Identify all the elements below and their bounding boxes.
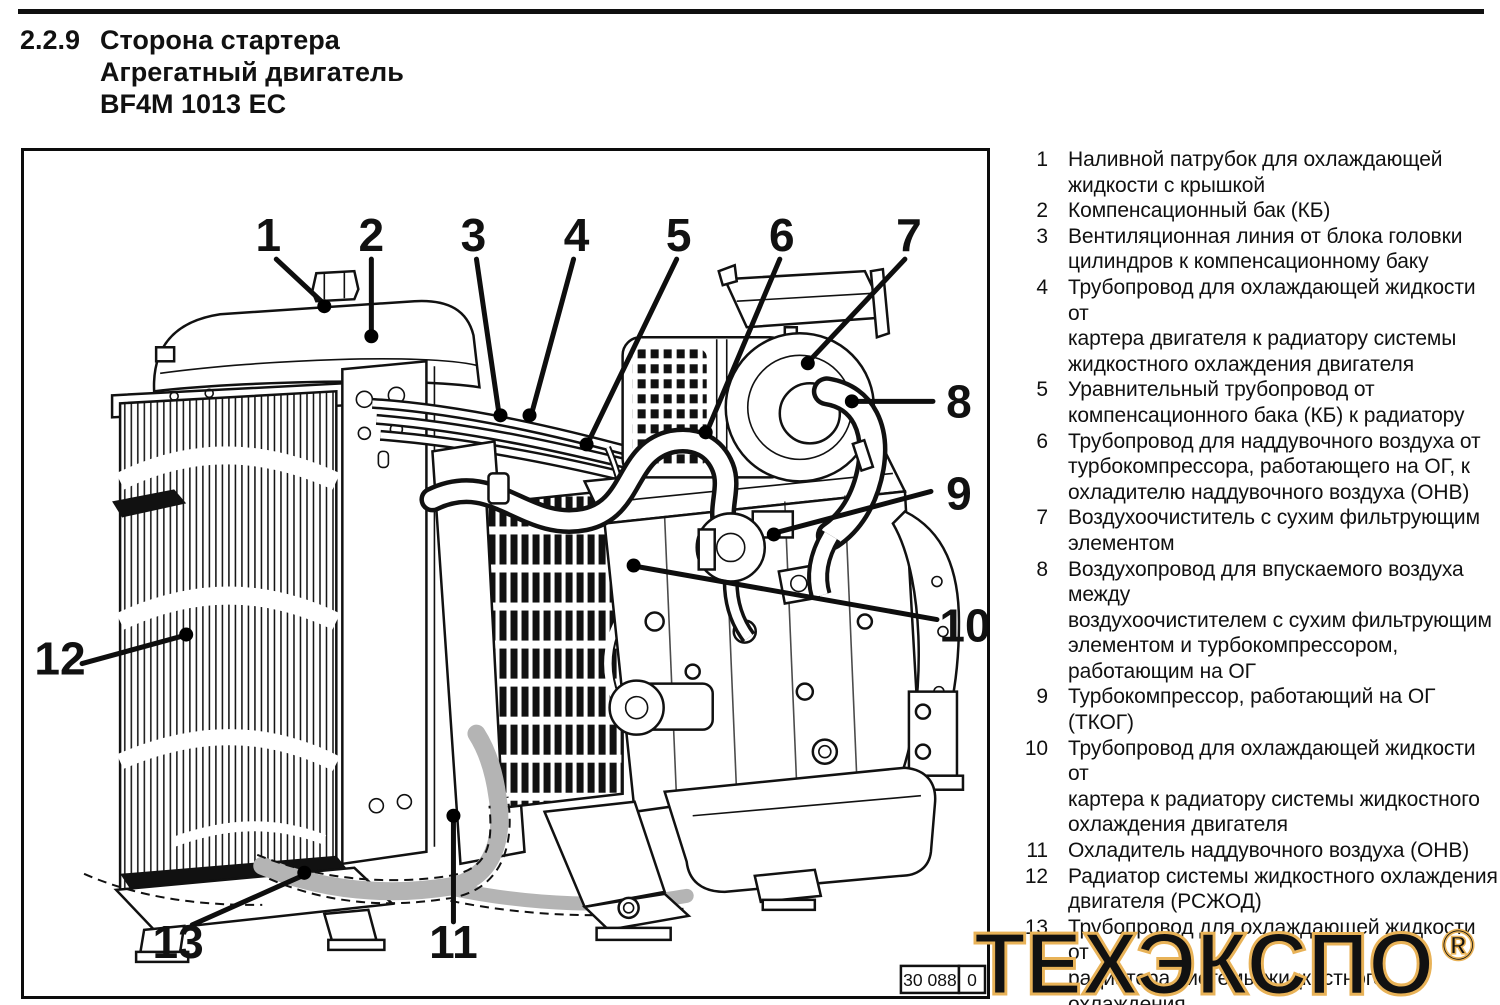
legend-item-text: Вентиляционная линия от блока головки ци… bbox=[1068, 224, 1463, 274]
legend-item-number: 2 bbox=[1036, 199, 1048, 223]
callout-label-4: 4 bbox=[564, 209, 590, 261]
legend-item-number: 9 bbox=[1036, 685, 1048, 709]
figure-ref-revision: 0 bbox=[967, 970, 977, 990]
legend-item-text: Трубопровод для охлаждающей жидкости от … bbox=[1068, 736, 1480, 837]
callout-label-9: 9 bbox=[946, 467, 972, 519]
legend-item: 11 Охладитель наддувочного воздуха (ОНВ) bbox=[1022, 838, 1500, 864]
turbocharger bbox=[695, 510, 795, 643]
legend-item-text: Охладитель наддувочного воздуха (ОНВ) bbox=[1068, 839, 1470, 863]
callout-label-11: 11 bbox=[429, 916, 478, 968]
page-title: Сторона стартера Агрегатный двигатель BF… bbox=[100, 24, 404, 120]
legend-item-number: 11 bbox=[1026, 839, 1048, 863]
legend-item: 6 Трубопровод для наддувочного воздуха от… bbox=[1022, 429, 1500, 506]
legend-item-number: 8 bbox=[1036, 557, 1048, 581]
callout-label-5: 5 bbox=[666, 209, 692, 261]
legend-item-text: Воздухоочиститель с сухим фильтрующим эл… bbox=[1068, 506, 1480, 555]
legend-item: 3 Вентиляционная линия от блока головки ц… bbox=[1022, 224, 1500, 275]
callouts: 1 2 3 4 5 6 7 8 9 10 11 12 13 bbox=[34, 209, 987, 968]
callout-label-8: 8 bbox=[946, 375, 972, 427]
callout-label-13: 13 bbox=[153, 916, 204, 968]
legend-item-text: Трубопровод для охлаждающей жидкости от … bbox=[1068, 275, 1476, 376]
legend-item: 7 Воздухоочиститель с сухим фильтрующим э… bbox=[1022, 505, 1500, 556]
legend-item-number: 1 bbox=[1036, 148, 1048, 171]
title-line-2: Агрегатный двигатель bbox=[100, 57, 404, 87]
watermark-text: ТЕХЭКСПО bbox=[974, 922, 1434, 1005]
legend-item-text: Наливной патрубок для охлаждающей жидкос… bbox=[1068, 148, 1443, 197]
section-number: 2.2.9 bbox=[20, 25, 81, 55]
legend-item: 13 Трубопровод для охлаждающей жидкости о… bbox=[1022, 915, 1500, 1005]
legend-item-text: Радиатор системы жидкостного охлаждения … bbox=[1068, 864, 1498, 914]
legend-item: 9 Турбокомпрессор, работающий на ОГ (ТКОГ… bbox=[1022, 684, 1500, 735]
figure-frame: 1 2 3 4 5 6 7 8 9 10 11 12 13 30 088 0 bbox=[21, 148, 990, 999]
callout-label-2: 2 bbox=[359, 209, 385, 261]
legend-item: 1 Наливной патрубок для охлаждающей жидко… bbox=[1022, 147, 1500, 198]
top-rule bbox=[18, 9, 1484, 14]
legend-item-number: 12 bbox=[1024, 864, 1048, 888]
legend-item-number: 7 bbox=[1036, 506, 1048, 530]
legend-item-text: Компенсационный бак (КБ) bbox=[1068, 199, 1331, 223]
callout-label-3: 3 bbox=[461, 209, 487, 261]
legend-item-text: Трубопровод для наддувочного воздуха от … bbox=[1068, 429, 1481, 504]
callout-label-7: 7 bbox=[896, 209, 922, 261]
page-heading: 2.2.9 Сторона стартера Агрегатный двигат… bbox=[20, 24, 404, 120]
callout-label-10: 10 bbox=[939, 600, 987, 652]
legend-item-text: Трубопровод для охлаждающей жидкости от … bbox=[1068, 915, 1476, 1005]
title-line-1: Сторона стартера bbox=[100, 25, 340, 55]
legend-item-number: 6 bbox=[1036, 429, 1048, 453]
callout-label-6: 6 bbox=[769, 209, 795, 261]
legend-item: 2 Компенсационный бак (КБ) bbox=[1022, 198, 1500, 224]
title-line-3: BF4M 1013 EC bbox=[100, 89, 287, 119]
legend-item-text: Воздухопровод для впускаемого воздуха ме… bbox=[1068, 557, 1492, 683]
figure-ref-number: 30 088 bbox=[903, 970, 957, 990]
legend-item-number: 5 bbox=[1036, 378, 1048, 402]
figure-ref-box: 30 088 0 bbox=[899, 964, 987, 995]
callout-label-12: 12 bbox=[34, 633, 85, 685]
legend-item: 4 Трубопровод для охлаждающей жидкости от… bbox=[1022, 275, 1500, 377]
legend-item-number: 13 bbox=[1024, 915, 1048, 939]
registered-trademark-icon: ® bbox=[1442, 922, 1474, 970]
engine-diagram: 1 2 3 4 5 6 7 8 9 10 11 12 13 30 088 0 bbox=[24, 151, 987, 996]
legend-item-text: Уравнительный трубопровод от компенсацио… bbox=[1068, 378, 1465, 427]
watermark-logo: ТЕХЭКСПО ® bbox=[973, 922, 1476, 1005]
charge-air-cooler bbox=[431, 439, 624, 866]
legend-item: 12 Радиатор системы жидкостного охлаждени… bbox=[1022, 864, 1500, 915]
legend: 1 Наливной патрубок для охлаждающей жидко… bbox=[1022, 147, 1500, 1005]
legend-item-number: 3 bbox=[1036, 224, 1048, 248]
callout-label-1: 1 bbox=[255, 209, 281, 261]
legend-item: 10 Трубопровод для охлаждающей жидкости о… bbox=[1022, 736, 1500, 838]
legend-item-number: 10 bbox=[1024, 736, 1048, 760]
legend-item: 5 Уравнительный трубопровод от компенсаци… bbox=[1022, 377, 1500, 428]
charge-air-pipe bbox=[419, 427, 739, 539]
legend-item-text: Турбокомпрессор, работающий на ОГ (ТКОГ) bbox=[1068, 685, 1436, 735]
legend-item-number: 4 bbox=[1036, 275, 1048, 299]
legend-item: 8 Воздухопровод для впускаемого воздуха м… bbox=[1022, 557, 1500, 685]
